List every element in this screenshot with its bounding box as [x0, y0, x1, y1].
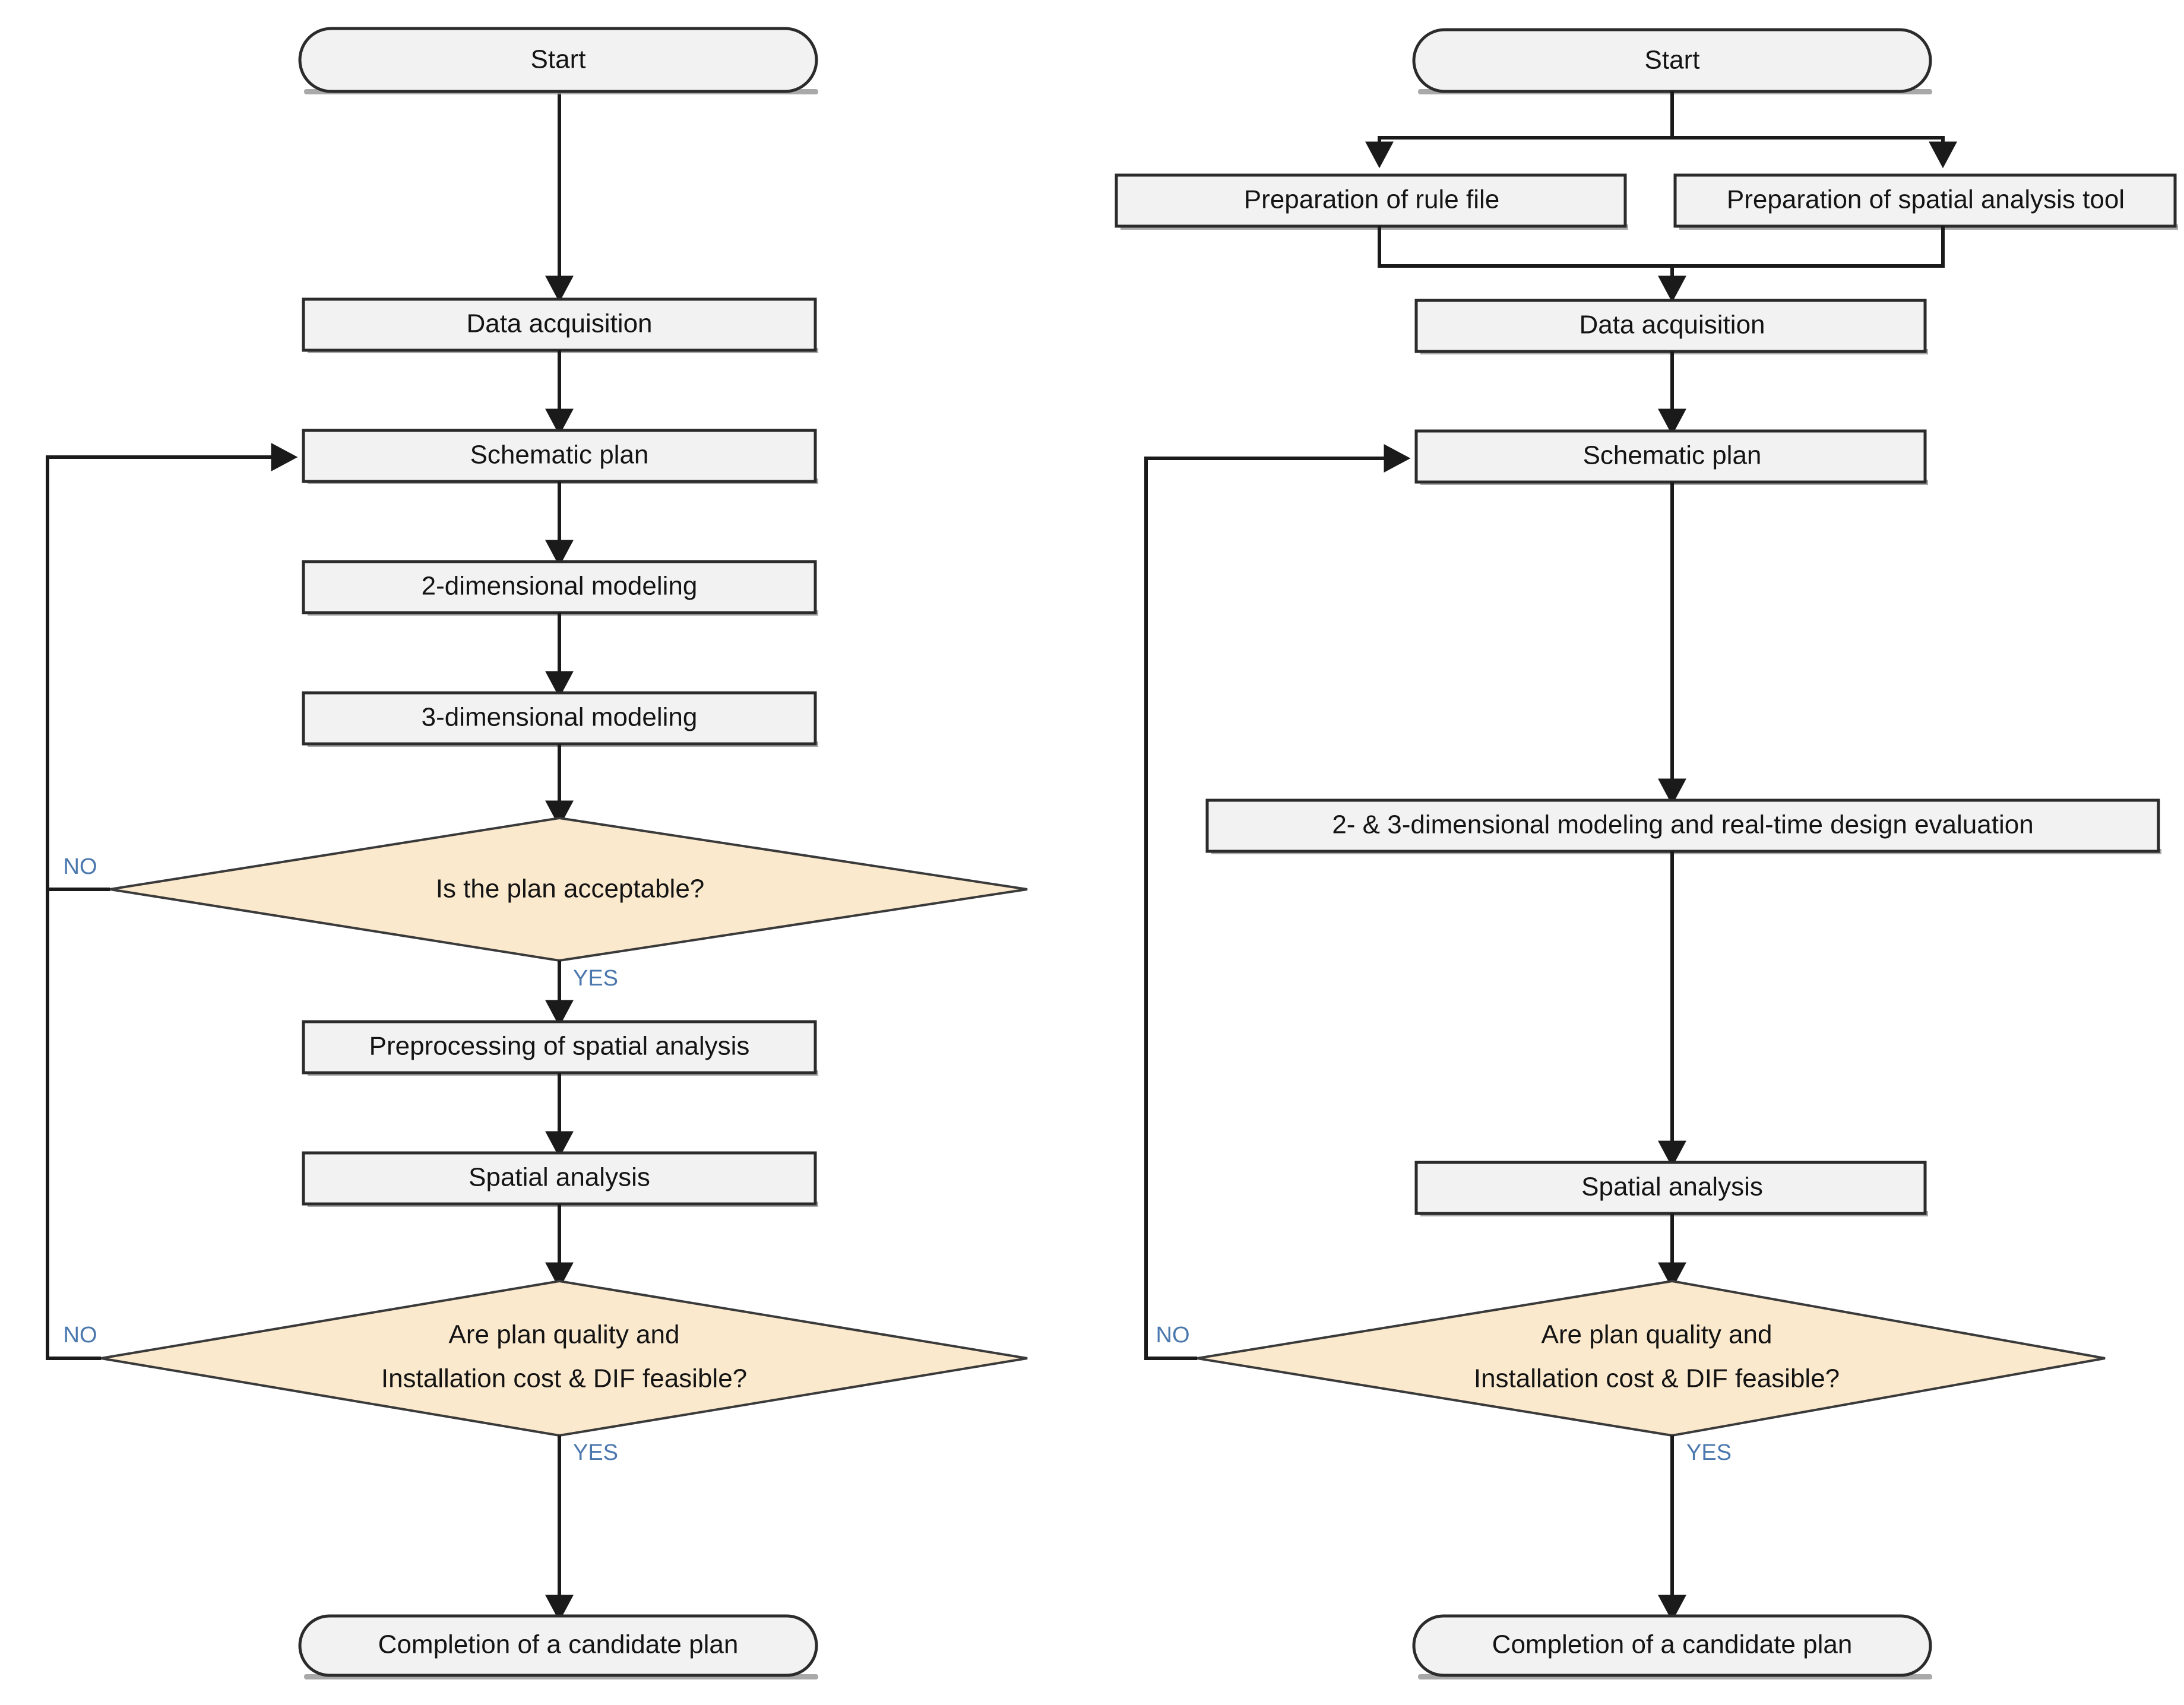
node-spatial-analysis-right-label: Spatial analysis	[1581, 1172, 1763, 1202]
node-decision-quality-left: Are plan quality and Installation cost &…	[100, 1279, 1028, 1437]
node-decision-quality-left-label-line2: Installation cost & DIF feasible?	[381, 1364, 747, 1393]
node-modeling-evaluation-right: 2- & 3-dimensional modeling and real-tim…	[1205, 798, 2161, 854]
node-start-left-label: Start	[531, 45, 586, 74]
node-decision-plan-acceptable-left-label: Is the plan acceptable?	[436, 874, 705, 904]
node-2d-modeling-left-label: 2-dimensional modeling	[422, 572, 698, 601]
node-data-acquisition-left: Data acquisition	[302, 297, 818, 353]
connector-start-to-prep-rule-file	[1365, 91, 1674, 169]
node-completion-left: Completion of a candidate plan	[298, 1614, 818, 1679]
node-spatial-analysis-left: Spatial analysis	[302, 1151, 818, 1207]
node-data-acquisition-right: Data acquisition	[1414, 299, 1928, 354]
node-decision-quality-right-label-line2: Installation cost & DIF feasible?	[1474, 1364, 1840, 1393]
node-schematic-plan-right-label: Schematic plan	[1583, 441, 1762, 470]
branch-label-decision-yes-right: YES	[1686, 1440, 1732, 1465]
flowchart-left: Start Data acquisition Schematic plan	[46, 27, 1028, 1679]
decision-diamond-2-shape	[100, 1279, 1028, 1437]
node-decision-plan-acceptable-left: Is the plan acceptable?	[109, 816, 1028, 962]
node-decision-quality-right: Are plan quality and Installation cost &…	[1197, 1279, 2106, 1437]
node-data-acquisition-right-label: Data acquisition	[1579, 310, 1765, 340]
connector-start-to-prep-spatial-tool	[1672, 136, 1957, 169]
node-prep-rule-file: Preparation of rule file	[1115, 173, 1628, 230]
branch-label-decision2-no-left: NO	[64, 1323, 97, 1348]
branch-label-decision1-yes-left: YES	[573, 966, 618, 991]
feedback-loop-decision1-to-schematic-plan	[46, 443, 298, 891]
node-completion-right: Completion of a candidate plan	[1412, 1614, 1932, 1679]
node-start-right-label: Start	[1645, 46, 1700, 75]
node-start-right: Start	[1412, 28, 1932, 94]
branch-label-decision-no-right: NO	[1156, 1323, 1190, 1348]
node-completion-left-label: Completion of a candidate plan	[378, 1630, 739, 1659]
connector-prep-spatial-tool-merge	[1672, 226, 1945, 268]
node-schematic-plan-left-label: Schematic plan	[470, 440, 649, 470]
node-spatial-analysis-left-label: Spatial analysis	[469, 1163, 650, 1192]
node-prep-rule-file-label: Preparation of rule file	[1244, 185, 1499, 214]
branch-label-decision2-yes-left: YES	[573, 1440, 618, 1465]
node-schematic-plan-left: Schematic plan	[302, 429, 818, 484]
connector-prep-rule-file-merge	[1378, 226, 1686, 303]
node-start-left: Start	[298, 27, 818, 94]
node-prep-spatial-tool-label: Preparation of spatial analysis tool	[1727, 185, 2125, 214]
node-preprocessing-left: Preprocessing of spatial analysis	[302, 1020, 818, 1076]
feedback-loop-decision-to-schematic-plan-right	[1144, 444, 1411, 1360]
branch-label-decision1-no-left: NO	[64, 854, 97, 879]
node-preprocessing-left-label: Preprocessing of spatial analysis	[369, 1032, 750, 1061]
node-decision-quality-right-label-line1: Are plan quality and	[1542, 1320, 1772, 1349]
node-data-acquisition-left-label: Data acquisition	[466, 309, 652, 338]
node-schematic-plan-right: Schematic plan	[1414, 429, 1928, 485]
node-3d-modeling-left-label: 3-dimensional modeling	[422, 703, 698, 732]
node-spatial-analysis-right: Spatial analysis	[1414, 1161, 1928, 1216]
node-2d-modeling-left: 2-dimensional modeling	[302, 560, 818, 616]
flowchart-right: Start Preparation of rule file Preparati…	[1115, 28, 2178, 1679]
node-modeling-evaluation-right-label: 2- & 3-dimensional modeling and real-tim…	[1332, 810, 2033, 839]
node-completion-right-label: Completion of a candidate plan	[1492, 1630, 1853, 1659]
node-prep-spatial-tool: Preparation of spatial analysis tool	[1673, 173, 2178, 230]
node-decision-quality-left-label-line1: Are plan quality and	[449, 1320, 680, 1349]
feedback-loop-decision2-to-schematic-plan	[46, 889, 101, 1360]
node-3d-modeling-left: 3-dimensional modeling	[302, 691, 818, 747]
decision-diamond-right-shape	[1197, 1279, 2106, 1437]
